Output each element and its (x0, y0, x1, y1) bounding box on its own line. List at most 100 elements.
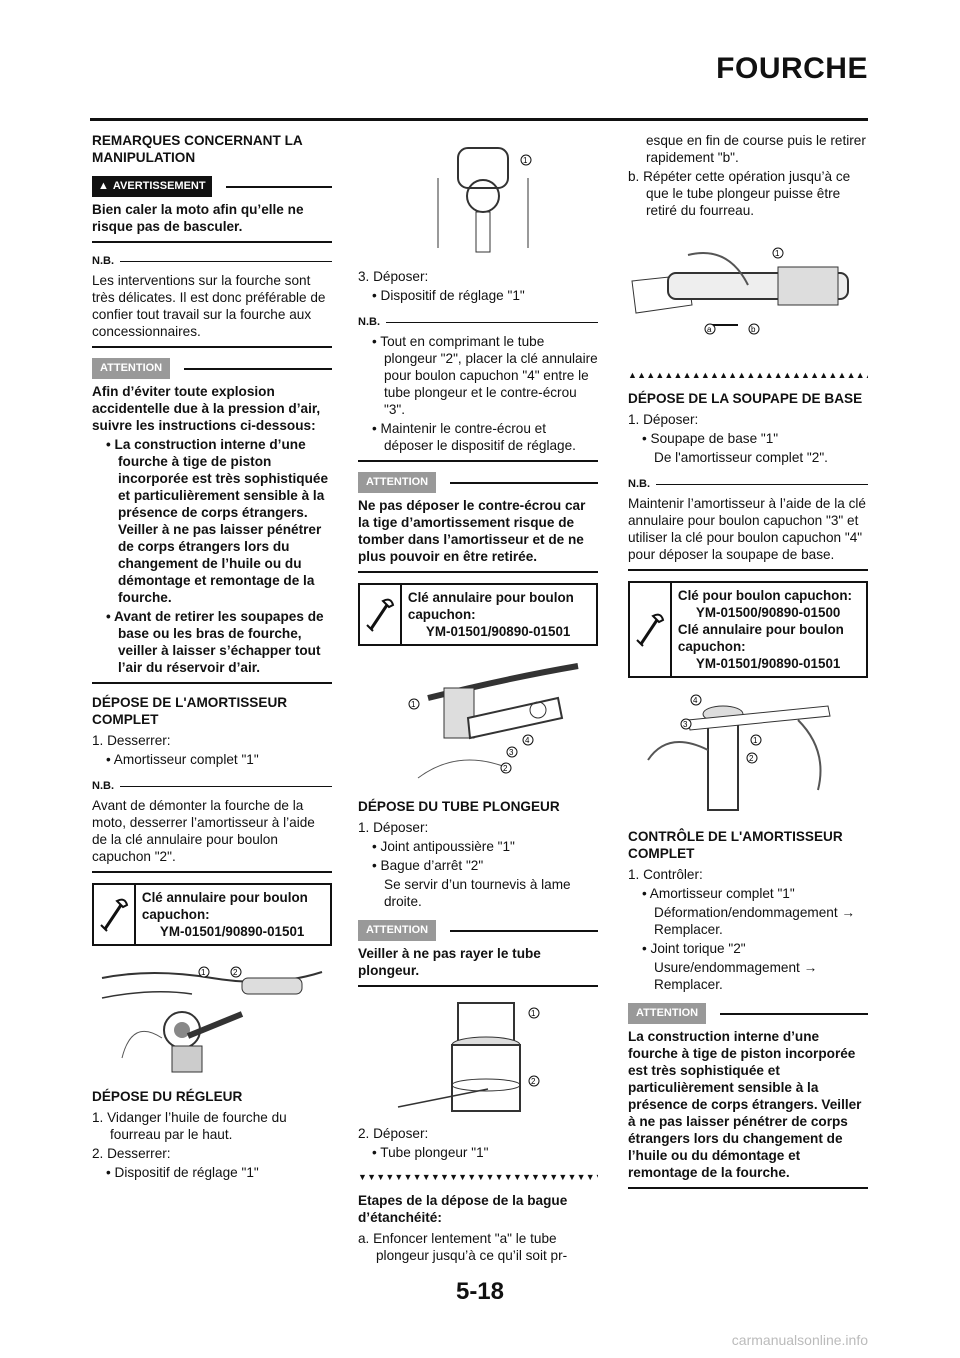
header-rule (90, 118, 868, 121)
procedure-end-marker: ▲▲▲▲▲▲▲▲▲▲▲▲▲▲▲▲▲▲▲▲▲▲▲▲▲▲▲ (628, 370, 868, 380)
nb-text: Les interventions sur la fourche sont tr… (92, 273, 326, 339)
nb-text: Maintenir l’amortisseur à l’aide de la c… (628, 496, 866, 562)
step-text: 1. Déposer: (628, 412, 699, 427)
nb-bullet: • Tout en comprimant le tube plongeur "2… (372, 334, 598, 417)
section-heading: DÉPOSE DE L'AMORTISSEUR COMPLET (92, 695, 288, 727)
callout: 1 (523, 156, 528, 165)
warning-icon: ▲ (98, 180, 109, 192)
step-bullet: • Soupape de base "1" (642, 431, 779, 446)
inner-tube-illustration: 1 2 (358, 997, 598, 1119)
step-bullet: • Dispositif de réglage "1" (372, 288, 525, 303)
attention-bullet: • Avant de retirer les soupapes de base … (106, 609, 324, 675)
wrench-icon (94, 885, 136, 944)
tool-code: YM-01501/90890-01501 (695, 656, 841, 671)
column-1: REMARQUES CONCERNANT LA MANIPULATION ▲ A… (92, 132, 332, 1183)
procedure-step: b. Répéter cette opération jusqu’à ce qu… (628, 169, 851, 218)
step-text: 1. Déposer: (358, 820, 429, 835)
step-text: 1. Vidanger l’huile de fourche du fourre… (92, 1110, 287, 1142)
callout: b (751, 325, 756, 334)
attention-label: ATTENTION (628, 1003, 707, 1024)
step-note: De l'amortisseur complet "2". (654, 450, 828, 465)
tool-code: YM-01501/90890-01501 (159, 924, 305, 939)
callout: 1 (201, 968, 206, 977)
step-bullet: • Joint antipoussière "1" (372, 839, 515, 854)
attention-label: ATTENTION (92, 358, 171, 379)
callout: 3 (509, 748, 514, 757)
attention-label: ATTENTION (358, 920, 437, 941)
attention-header: ATTENTION (92, 358, 332, 379)
tool-name: Clé pour boulon capuchon: (677, 588, 852, 603)
callout: 3 (683, 720, 688, 729)
column-2: 1 3. Déposer: • Dispositif de réglage "1… (358, 132, 598, 1266)
attention-label: ATTENTION (358, 472, 437, 493)
column-3: esque en fin de course puis le retirer r… (628, 132, 868, 1199)
wrench-icon (630, 583, 672, 676)
adjuster-illustration: 1 (358, 138, 598, 262)
wrench-icon (360, 585, 402, 644)
callout: 1 (775, 249, 780, 258)
warning-label: ▲ AVERTISSEMENT (92, 176, 212, 197)
procedure-heading: Etapes de la dépose de la bague d’étanch… (358, 1193, 568, 1225)
wrench-on-locknut-illustration: 1 4 3 2 (358, 658, 598, 792)
callout: 4 (693, 696, 698, 705)
tool-code: YM-01501/90890-01501 (425, 624, 571, 639)
nb-header: N.B. (628, 476, 868, 493)
nb-header: N.B. (358, 314, 598, 331)
step-note: Se servir d’un tournevis à lame droite. (384, 877, 571, 909)
attention-text: Afin d’éviter toute explosion accidentel… (92, 384, 321, 433)
callout: 1 (531, 1009, 536, 1018)
page-title: FOURCHE (716, 52, 868, 85)
nb-header: N.B. (92, 253, 332, 270)
step-text: 2. Déposer: (358, 1126, 429, 1141)
step-text: 3. Déposer: (358, 269, 429, 284)
pull-tube-illustration: 1 a b (628, 225, 868, 359)
attention-header: ATTENTION (358, 920, 598, 941)
tool-name: Clé annulaire pour boulon capuchon: (141, 890, 308, 922)
callout: 2 (233, 968, 238, 977)
step-bullet: • Dispositif de réglage "1" (106, 1165, 259, 1180)
section-heading: REMARQUES CONCERNANT LA MANIPULATION (92, 133, 303, 165)
attention-text: Ne pas déposer le contre-écrou car la ti… (358, 498, 586, 564)
callout: a (707, 325, 712, 334)
procedure-step-continued: esque en fin de course puis le retirer r… (646, 133, 866, 165)
step-bullet: • Tube plongeur "1" (372, 1145, 489, 1160)
nb-bullet: • Maintenir le contre-écrou et déposer l… (372, 421, 576, 453)
section-heading: DÉPOSE DE LA SOUPAPE DE BASE (628, 391, 863, 406)
section-heading: DÉPOSE DU RÉGLEUR (92, 1089, 243, 1104)
tool-name: Clé annulaire pour boulon capuchon: (677, 622, 844, 654)
step-text: 1. Desserrer: (92, 733, 171, 748)
special-tool-box: Clé annulaire pour boulon capuchon: YM-0… (358, 583, 598, 646)
tool-name: Clé annulaire pour boulon capuchon: (407, 590, 574, 622)
nb-header: N.B. (92, 778, 332, 795)
attention-text: Veiller à ne pas rayer le tube plongeur. (358, 946, 541, 978)
step-bullet: • Amortisseur complet "1" (642, 886, 795, 901)
base-valve-illustration: 4 3 1 2 (628, 690, 868, 822)
page-number: 5-18 (455, 1278, 505, 1305)
step-text: 2. Desserrer: (92, 1146, 171, 1161)
nb-text: Avant de démonter la fourche de la moto,… (92, 798, 315, 864)
section-heading: CONTRÔLE DE L'AMORTISSEUR COMPLET (628, 829, 843, 861)
warning-header: ▲ AVERTISSEMENT (92, 176, 332, 197)
fork-top-illustration: 1 2 (92, 958, 332, 1082)
callout: 1 (411, 700, 416, 709)
callout: 2 (749, 754, 754, 763)
attention-header: ATTENTION (628, 1003, 868, 1024)
section-heading: DÉPOSE DU TUBE PLONGEUR (358, 799, 560, 814)
attention-header: ATTENTION (358, 472, 598, 493)
watermark: carmanualsonline.info (731, 1332, 868, 1348)
attention-text: La construction interne d’une fourche à … (628, 1029, 862, 1180)
step-note: Usure/endommagement → Remplacer. (654, 960, 818, 992)
warning-text: Bien caler la moto afin qu’elle ne risqu… (92, 202, 304, 234)
step-bullet: • Joint torique "2" (642, 941, 746, 956)
step-note: Déformation/endommagement → Remplacer. (654, 905, 855, 937)
attention-bullet: • La construction interne d’une fourche … (106, 437, 329, 605)
step-bullet: • Bague d’arrêt "2" (372, 858, 484, 873)
special-tool-box: Clé annulaire pour boulon capuchon: YM-0… (92, 883, 332, 946)
special-tool-box: Clé pour boulon capuchon: YM-01500/90890… (628, 581, 868, 678)
step-bullet: • Amortisseur complet "1" (106, 752, 259, 767)
callout: 4 (525, 736, 530, 745)
callout: 2 (503, 764, 508, 773)
step-text: 1. Contrôler: (628, 867, 703, 882)
callout: 2 (531, 1077, 536, 1086)
procedure-step: a. Enfoncer lentement "a" le tube plonge… (358, 1231, 568, 1263)
